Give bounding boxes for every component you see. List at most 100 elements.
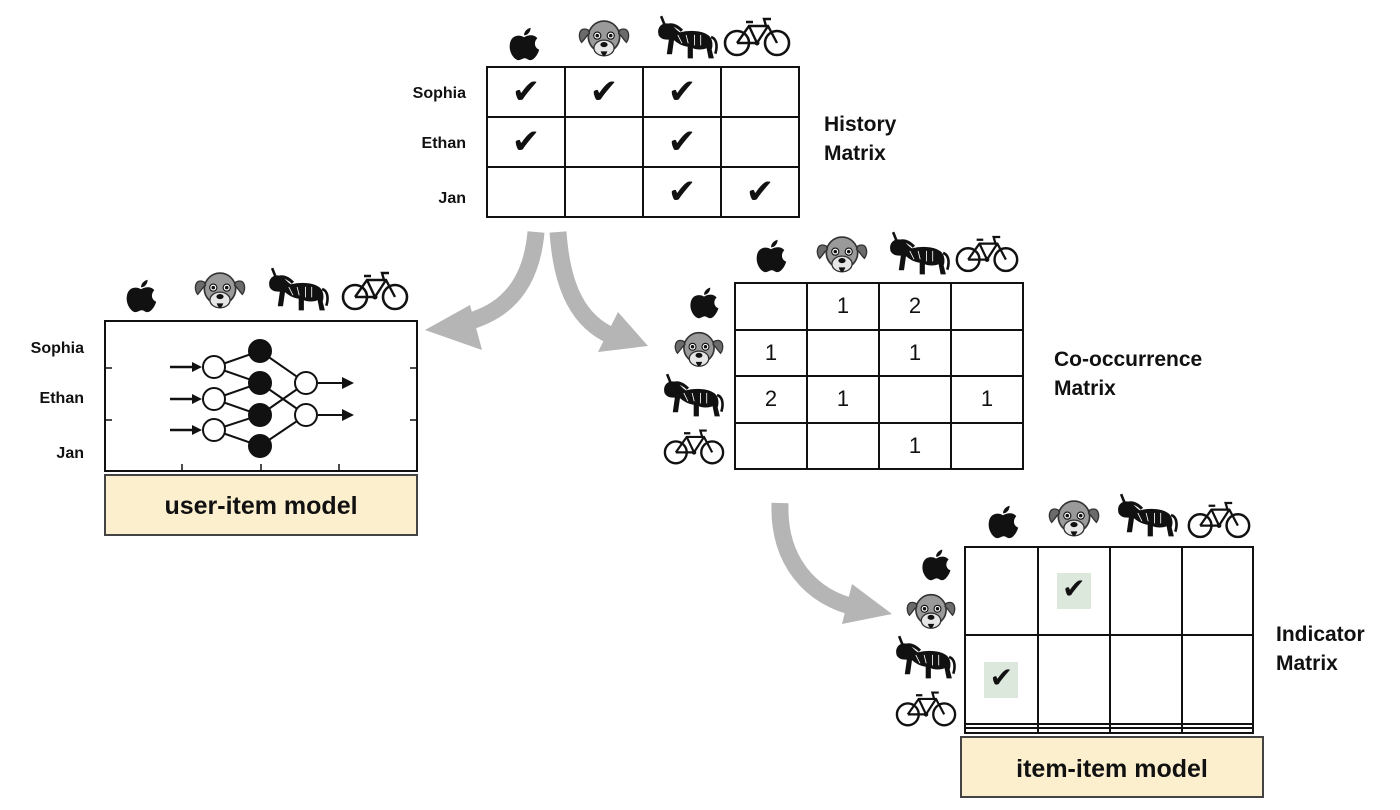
cooccurrence-cell: 1 (950, 375, 1024, 424)
user-label-sophia: Sophia (412, 85, 466, 102)
cooccurrence-cell (878, 375, 952, 424)
arrow-to-indicator (771, 502, 860, 617)
indicator-cell (1109, 545, 1183, 637)
history-cell (720, 66, 800, 118)
dog-icon (672, 326, 726, 374)
indicator-row: ✔ (964, 545, 1255, 637)
arrowhead-indicator (842, 584, 892, 624)
history-cell (564, 116, 644, 168)
indicator-cell (1180, 634, 1255, 725)
dog-icon (192, 266, 248, 316)
history-title-line1: History (824, 113, 897, 136)
item-item-model-label: item-item model (960, 736, 1264, 798)
neural-network-box (104, 320, 418, 472)
cooccurrence-cell (806, 328, 880, 377)
cooccurrence-cell: 2 (734, 375, 808, 424)
user-label-jan: Jan (438, 190, 466, 207)
indicator-matrix: ✔✔ (964, 545, 1255, 734)
cooccurrence-cell: 1 (806, 282, 880, 331)
bicycle-icon (954, 232, 1020, 274)
indicator-title-line1: Indicator (1276, 623, 1365, 646)
cooccurrence-cell: 1 (734, 328, 808, 377)
indicator-cell (1036, 634, 1112, 725)
indicator-cell (964, 545, 1039, 637)
unicorn-icon (652, 370, 726, 420)
cooccurrence-cell: 1 (878, 328, 952, 377)
cooccurrence-row: 1 (734, 421, 1024, 470)
indicator-cell (1180, 727, 1255, 734)
history-row: ✔✔ (486, 116, 800, 168)
history-row: ✔✔ (486, 166, 800, 218)
cooccurrence-title-line2: Matrix (1054, 377, 1116, 400)
arrow-to-cooccurrence (549, 231, 616, 344)
history-cell: ✔ (642, 166, 722, 218)
cooccurrence-cell (950, 282, 1024, 331)
indicator-highlight: ✔ (1056, 572, 1091, 610)
user-label-ethan: Ethan (421, 135, 466, 152)
bicycle-icon (894, 688, 958, 728)
indicator-cell: ✔ (964, 634, 1039, 725)
indicator-row: ✔ (964, 634, 1255, 725)
cooccurrence-cell (734, 421, 808, 470)
arrowhead-cooccurrence (598, 312, 648, 352)
bicycle-icon (340, 268, 410, 312)
user-label-jan: Jan (56, 445, 84, 462)
history-matrix-title: History Matrix (824, 110, 896, 168)
history-cell: ✔ (564, 66, 644, 118)
indicator-cell (1180, 545, 1255, 637)
cooccurrence-cell (950, 421, 1024, 470)
unicorn-icon (257, 264, 331, 314)
history-cell: ✔ (642, 66, 722, 118)
unicorn-icon (884, 632, 958, 682)
check-mark: ✔ (745, 172, 775, 212)
cooccurrence-cell: 2 (878, 282, 952, 331)
user-label-sophia: Sophia (30, 340, 84, 357)
cooccurrence-cell (950, 328, 1024, 377)
indicator-cell (964, 727, 1039, 734)
dog-icon (1046, 494, 1102, 544)
check-mark: ✔ (511, 72, 541, 112)
history-cell: ✔ (720, 166, 800, 218)
indicator-cell (1109, 727, 1183, 734)
indicator-title-line2: Matrix (1276, 652, 1338, 675)
unicorn-icon (878, 228, 952, 278)
cooccurrence-cell: 1 (878, 421, 952, 470)
apple-icon (984, 502, 1022, 540)
indicator-row (964, 727, 1255, 734)
history-row: ✔ ✔ ✔ (486, 66, 800, 118)
indicator-cell (1036, 727, 1112, 734)
apple-icon (918, 546, 954, 582)
user-item-model-label: user-item model (104, 474, 418, 536)
check-mark: ✔ (667, 172, 697, 212)
check-mark: ✔ (589, 72, 619, 112)
indicator-highlight: ✔ (984, 660, 1019, 698)
history-cell (564, 166, 644, 218)
arrowhead-user-item (425, 305, 482, 350)
history-cell: ✔ (486, 66, 566, 118)
indicator-matrix-title: Indicator Matrix (1276, 620, 1365, 678)
indicator-cell: ✔ (1036, 545, 1112, 637)
history-cell (486, 166, 566, 218)
bicycle-icon (662, 426, 726, 466)
check-mark: ✔ (667, 122, 697, 162)
indicator-cell (1109, 634, 1183, 725)
cooccurrence-cell (806, 421, 880, 470)
history-cell: ✔ (486, 116, 566, 168)
history-cell (720, 116, 800, 168)
apple-icon (122, 276, 160, 314)
history-matrix: ✔✔✔✔✔✔✔ (486, 66, 800, 218)
dog-icon (814, 230, 870, 280)
unicorn-icon (1106, 490, 1180, 540)
cooccurrence-matrix-title: Co-occurrence Matrix (1054, 345, 1202, 403)
cooccurrence-title-line1: Co-occurrence (1054, 348, 1203, 371)
apple-icon (686, 284, 722, 320)
check-mark: ✔ (511, 122, 541, 162)
history-cell: ✔ (642, 116, 722, 168)
check-mark: ✔ (1062, 572, 1086, 606)
history-title-line2: Matrix (824, 142, 886, 165)
check-mark: ✔ (989, 660, 1014, 694)
